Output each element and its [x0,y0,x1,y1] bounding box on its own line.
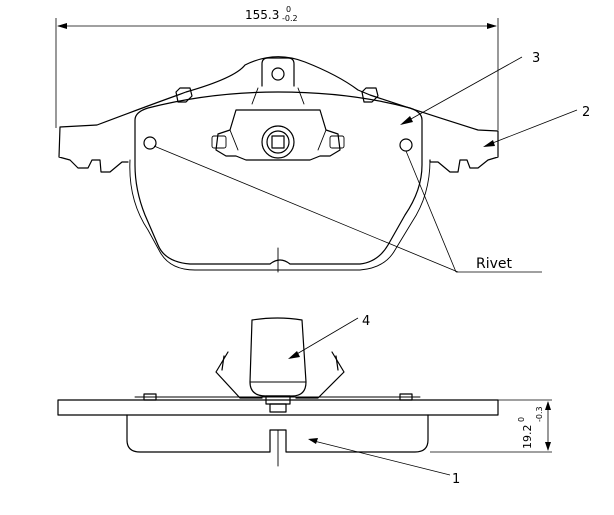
callout-2: 2 [483,105,590,147]
callout-2-label: 2 [582,105,590,120]
callout-1-label: 1 [452,472,460,487]
top-lug [251,57,305,105]
right-clip [361,87,379,103]
backing-plate-outline [58,56,499,173]
rivet-hole-right [399,138,413,152]
width-dim-tol-lower: -0.2 [282,14,298,23]
side-backing-plate [57,399,499,416]
thickness-dim-value: 19.2 [521,425,534,450]
side-view: 19.2 0 -0.3 4 1 [57,314,552,487]
side-spring-clip [215,317,345,413]
front-view [58,56,499,273]
rivet-label: Rivet [476,256,513,272]
callout-4: 4 [288,314,370,359]
friction-material-inner-line [129,159,431,271]
callout-1: 1 [308,438,460,487]
thickness-dim-tol-upper: 0 [517,417,526,422]
callout-3-label: 3 [532,51,540,66]
callout-4-label: 4 [362,314,370,329]
left-clip [175,87,193,103]
side-friction-material [126,414,429,453]
width-dimension: 155.3 0 -0.2 [55,5,499,130]
thickness-dim-tol-lower: -0.3 [535,406,544,422]
top-lug-hole [271,67,285,81]
rivet-callout: Rivet [153,145,542,273]
rivet-hole-left [143,136,157,150]
callout-3: 3 [400,51,540,125]
spring-clip-top [211,109,345,161]
width-dim-value: 155.3 [245,8,279,22]
friction-material-outline [134,91,423,265]
width-dim-tol-upper: 0 [286,5,291,14]
thickness-dimension: 19.2 0 -0.3 [430,399,552,453]
